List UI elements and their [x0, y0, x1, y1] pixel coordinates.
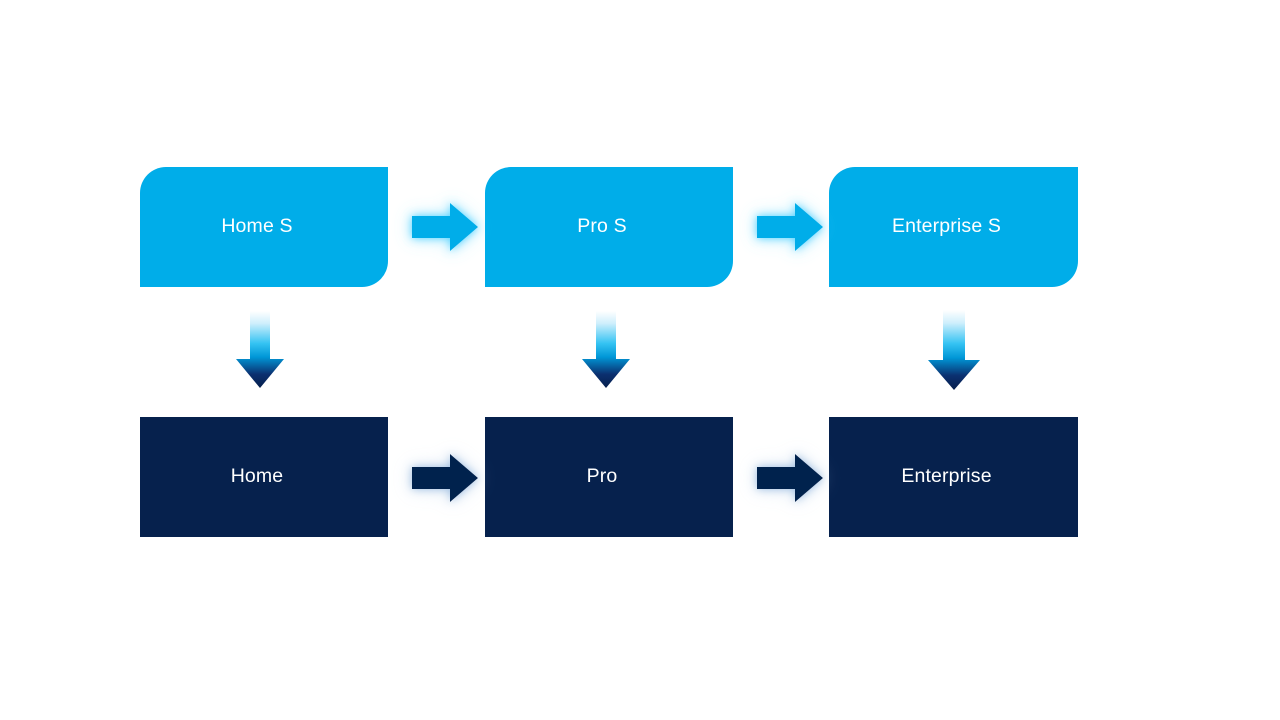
node-label-enterprise: Enterprise: [901, 465, 992, 488]
node-pro[interactable]: Pro: [485, 417, 733, 537]
connector-arrow-pro-s-to-enterprise-s: [749, 198, 831, 256]
arrow-right-glyph: [757, 454, 823, 502]
connector-arrow-home-s-to-home: [232, 309, 288, 396]
arrow-down-glyph: [928, 310, 980, 390]
node-enterprise-s[interactable]: Enterprise S: [829, 167, 1078, 287]
node-pro-s[interactable]: Pro S: [485, 167, 733, 287]
connector-arrow-enterprise-s-to-enterprise: [924, 307, 984, 398]
arrow-right-glyph: [757, 203, 823, 251]
arrow-down-glyph: [236, 311, 284, 388]
node-label-pro-s: Pro S: [577, 215, 627, 238]
node-label-home: Home: [230, 465, 284, 488]
connector-arrow-home-to-pro: [404, 449, 486, 507]
connector-arrow-home-s-to-pro-s: [404, 198, 486, 256]
node-home[interactable]: Home: [140, 417, 388, 537]
arrow-right-glyph: [412, 203, 478, 251]
node-enterprise[interactable]: Enterprise: [829, 417, 1078, 537]
connector-arrow-pro-s-to-pro: [578, 309, 634, 396]
arrow-down-glyph: [582, 311, 630, 388]
node-label-home-s: Home S: [221, 215, 293, 238]
node-label-enterprise-s: Enterprise S: [891, 215, 1002, 238]
arrow-right-glyph: [412, 454, 478, 502]
node-label-pro: Pro: [586, 465, 618, 488]
node-home-s[interactable]: Home S: [140, 167, 388, 287]
connector-arrow-pro-to-enterprise: [749, 449, 831, 507]
